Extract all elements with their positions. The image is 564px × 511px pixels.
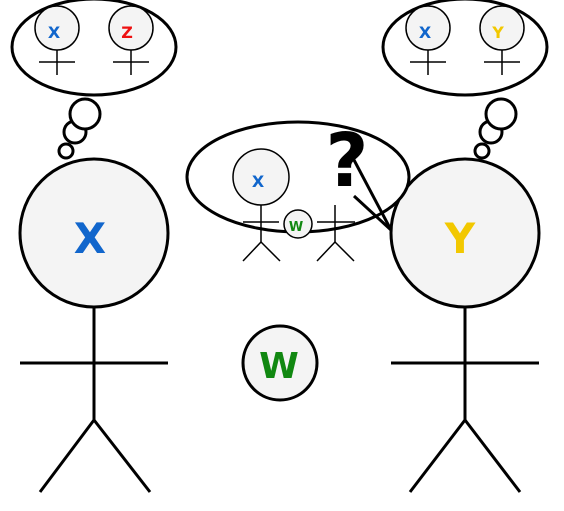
left-figure-label: X: [74, 214, 106, 263]
speech-figure-x: [232, 148, 290, 262]
speech-figure-w: [283, 205, 355, 262]
right-thought-figure-x: [405, 5, 451, 75]
speech-bubble-tail: [352, 159, 393, 232]
left-stick-figure: [18, 157, 170, 493]
right-thought-figure-y-label: Y: [491, 23, 504, 42]
question-mark: ?: [326, 118, 369, 204]
speech-figure-x-label: X: [252, 172, 265, 191]
left-thought-figure-z: [108, 5, 154, 75]
right-stick-figure: [389, 157, 541, 493]
right-figure-label: Y: [444, 214, 476, 263]
left-thought-figure-x: [34, 5, 80, 75]
speech-figure-w-label: W: [289, 220, 303, 235]
center-w-head: [241, 324, 319, 402]
right-thought-figure-y: [479, 5, 525, 75]
left-thought-figure-z-label: Z: [121, 23, 133, 42]
left-thought-figure-x-label: X: [48, 23, 61, 42]
right-thought-figure-x-label: X: [419, 23, 432, 42]
center-w-label: W: [259, 346, 299, 387]
